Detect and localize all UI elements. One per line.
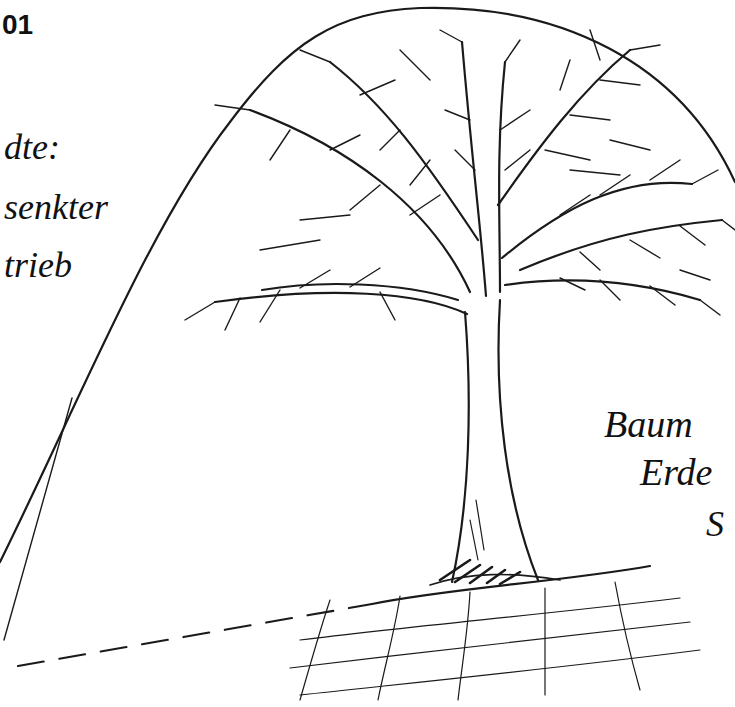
tree-twigs — [185, 30, 735, 330]
side-stroke — [4, 398, 72, 640]
ground-grid — [290, 582, 700, 700]
note-text: senkter — [4, 188, 108, 228]
note-text: Erde — [640, 452, 712, 494]
ground-line — [372, 566, 650, 604]
tree-branches — [215, 42, 722, 314]
note-text: dte: — [4, 128, 60, 168]
page-number: 01 — [2, 10, 33, 41]
note-text: Baum — [604, 404, 693, 446]
tree-trunk — [430, 300, 560, 585]
canopy-envelope — [0, 8, 735, 562]
note-text: S — [706, 505, 724, 545]
note-text: trieb — [4, 246, 72, 286]
